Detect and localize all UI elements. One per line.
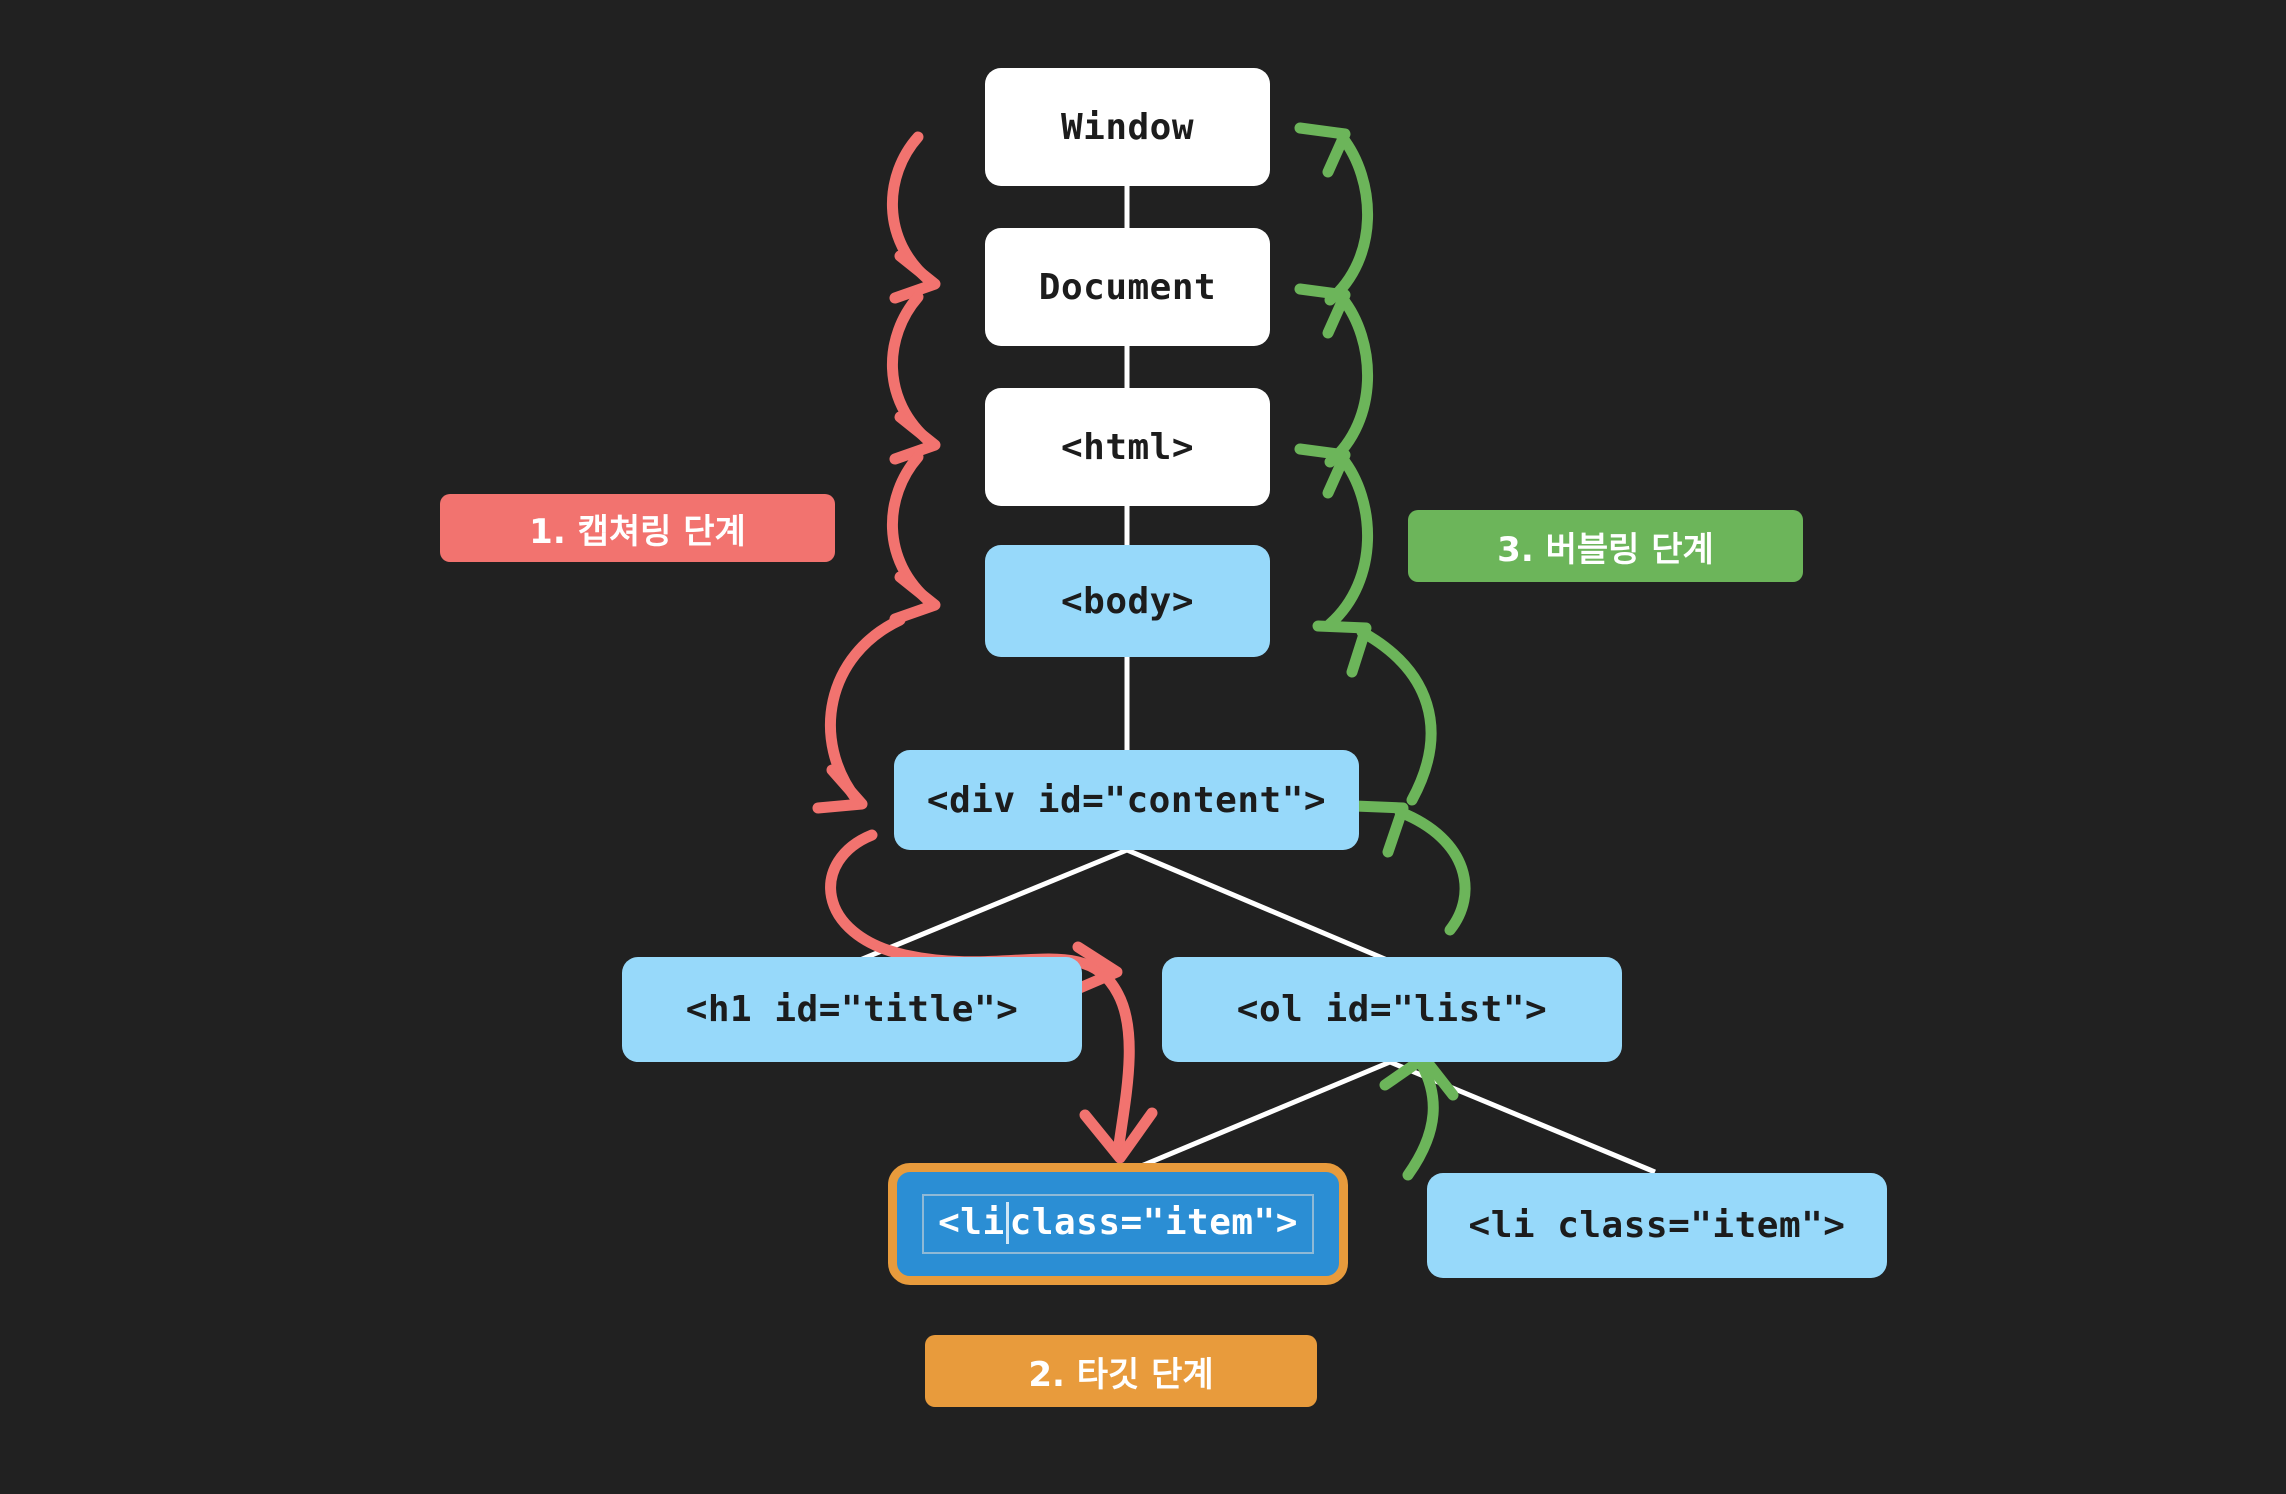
node-html-label: <html>: [1060, 426, 1195, 468]
phase-label-capturing-text: 1. 캡쳐링 단계: [529, 511, 746, 552]
bubble-arrowhead-4: [1312, 620, 1372, 678]
capture-arrow-4: [824, 614, 906, 806]
node-li-item-target-label-after: class="item">: [1009, 1201, 1298, 1243]
node-div-content-label: <div id="content">: [926, 779, 1327, 821]
edge-div-ol: [1126, 847, 1393, 965]
bubble-arrowhead-1: [1294, 122, 1351, 178]
capture-arrowhead-4: [812, 764, 868, 814]
target-text-frame: <li class="item">: [922, 1194, 1314, 1254]
node-li-item-sibling[interactable]: <li class="item">: [1427, 1173, 1887, 1278]
phase-label-target-text: 2. 타깃 단계: [1028, 1354, 1214, 1395]
phase-label-capturing[interactable]: 1. 캡쳐링 단계: [440, 494, 835, 562]
capture-arrow-2: [887, 291, 936, 448]
node-window-label: Window: [1060, 106, 1195, 148]
node-html[interactable]: <html>: [985, 388, 1270, 506]
bubble-arrowhead-6: [1379, 1052, 1459, 1101]
capture-arrowhead-2: [889, 411, 941, 465]
node-window[interactable]: Window: [985, 68, 1270, 186]
node-li-item-target[interactable]: <li class="item">: [888, 1163, 1348, 1285]
edge-ol-li2: [1389, 1059, 1656, 1175]
node-h1-title[interactable]: <h1 id="title">: [622, 957, 1082, 1062]
phase-label-target[interactable]: 2. 타깃 단계: [925, 1335, 1317, 1407]
node-document[interactable]: Document: [985, 228, 1270, 346]
capture-arrowhead-3: [889, 571, 941, 625]
capture-arrowhead-1: [889, 250, 941, 304]
phase-label-bubbling-text: 3. 버블링 단계: [1497, 529, 1714, 570]
node-body-label: <body>: [1060, 580, 1195, 622]
bubble-arrow-6: [1402, 1059, 1439, 1181]
bubble-arrowhead-3: [1294, 443, 1351, 499]
node-li-item-sibling-label: <li class="item">: [1468, 1205, 1846, 1246]
bubble-arrow-3: [1324, 452, 1374, 630]
bubble-arrowhead-2: [1294, 283, 1351, 339]
node-document-label: Document: [1038, 266, 1217, 308]
bubble-arrow-1: [1324, 131, 1374, 306]
node-div-content[interactable]: <div id="content">: [894, 750, 1359, 850]
text-caret: [1005, 1202, 1009, 1244]
capture-arrow-1: [887, 131, 936, 287]
node-ol-list-label: <ol id="list">: [1236, 989, 1548, 1030]
capture-arrow-3: [887, 451, 936, 608]
node-body[interactable]: <body>: [985, 545, 1270, 657]
node-h1-title-label: <h1 id="title">: [685, 989, 1019, 1030]
node-ol-list[interactable]: <ol id="list">: [1162, 957, 1622, 1062]
edge-ol-li1: [1126, 1059, 1391, 1175]
bubble-arrow-5: [1394, 806, 1471, 936]
bubble-arrowhead-5: [1349, 800, 1409, 858]
node-li-item-target-label-before: <li: [938, 1201, 1005, 1243]
phase-label-bubbling[interactable]: 3. 버블링 단계: [1408, 510, 1803, 582]
bubble-arrow-2: [1324, 292, 1374, 468]
edge-div-h1: [854, 847, 1128, 965]
capture-arrowhead-5: [1079, 1107, 1158, 1164]
bubble-arrow-4: [1356, 626, 1437, 806]
